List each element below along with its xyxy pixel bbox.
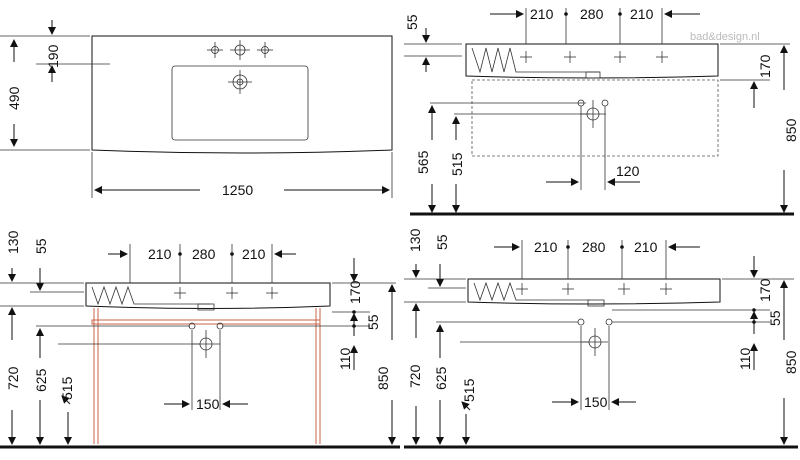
trap-connections <box>188 322 224 358</box>
dim-280: 280 <box>582 239 606 255</box>
dim-190: 190 <box>45 44 61 68</box>
tap-marks <box>174 287 278 299</box>
dim-110: 110 <box>337 347 353 370</box>
dim-850: 850 <box>375 366 391 390</box>
basin-cutout <box>473 281 590 302</box>
tap-holes <box>207 40 273 60</box>
overflow <box>587 299 605 307</box>
dim-210-right: 210 <box>634 239 658 255</box>
dim-515: 515 <box>59 376 75 400</box>
dim-515: 515 <box>449 152 465 176</box>
dim-490: 490 <box>6 86 22 110</box>
dim-150: 150 <box>584 394 608 410</box>
overflow <box>585 71 601 79</box>
dim-55: 55 <box>33 238 49 254</box>
watermark: bad&design.nl <box>690 31 760 43</box>
dim-55-gap: 55 <box>365 314 381 330</box>
dim-55-gap: 55 <box>767 310 783 326</box>
dim-55: 55 <box>434 234 450 250</box>
basin-profile <box>85 282 331 309</box>
dim-210-left: 210 <box>148 246 172 262</box>
drain-hole <box>228 70 252 94</box>
dim-110: 110 <box>737 347 753 370</box>
bowl-outline <box>171 65 309 141</box>
overflow <box>197 303 215 311</box>
dim-720: 720 <box>407 364 423 388</box>
basin-profile <box>465 43 719 79</box>
front-view-wall: 210 280 210 130 55 720 625 515 170 55 11… <box>404 228 799 449</box>
side-view: 210 280 210 55 170 850 565 515 120 <box>404 6 799 216</box>
basin-profile <box>467 278 721 305</box>
trap-connections <box>577 318 613 356</box>
dim-625: 625 <box>33 368 49 392</box>
dim-170: 170 <box>757 278 773 302</box>
hidden-outline <box>471 79 719 157</box>
dim-720: 720 <box>5 366 21 390</box>
dim-170: 170 <box>347 280 363 304</box>
dim-850: 850 <box>783 118 799 142</box>
towel-rail <box>91 319 321 325</box>
basin-cutout <box>471 47 600 74</box>
dim-280: 280 <box>580 6 604 22</box>
dim-210-left: 210 <box>530 6 554 22</box>
dim-120: 120 <box>616 163 640 179</box>
front-view-legs: 210 280 210 130 55 720 625 515 170 55 11… <box>0 230 400 449</box>
dim-625: 625 <box>433 366 449 390</box>
top-view: 490 190 1250 <box>0 20 393 198</box>
dim-515: 515 <box>461 378 477 402</box>
dim-565: 565 <box>415 150 431 174</box>
basin-outline <box>91 35 393 154</box>
dim-130: 130 <box>5 230 21 254</box>
dim-850: 850 <box>783 350 799 374</box>
dim-210-left: 210 <box>534 239 558 255</box>
dim-170: 170 <box>757 54 773 78</box>
dim-210-right: 210 <box>630 6 654 22</box>
dim-210-right: 210 <box>242 246 266 262</box>
basin-cutout <box>91 285 210 306</box>
dim-280: 280 <box>192 246 216 262</box>
dim-150: 150 <box>196 396 220 412</box>
dim-55: 55 <box>404 14 420 30</box>
dim-1250: 1250 <box>222 182 253 198</box>
tap-marks <box>520 51 668 63</box>
tap-marks <box>516 283 672 295</box>
dim-130: 130 <box>407 228 423 252</box>
